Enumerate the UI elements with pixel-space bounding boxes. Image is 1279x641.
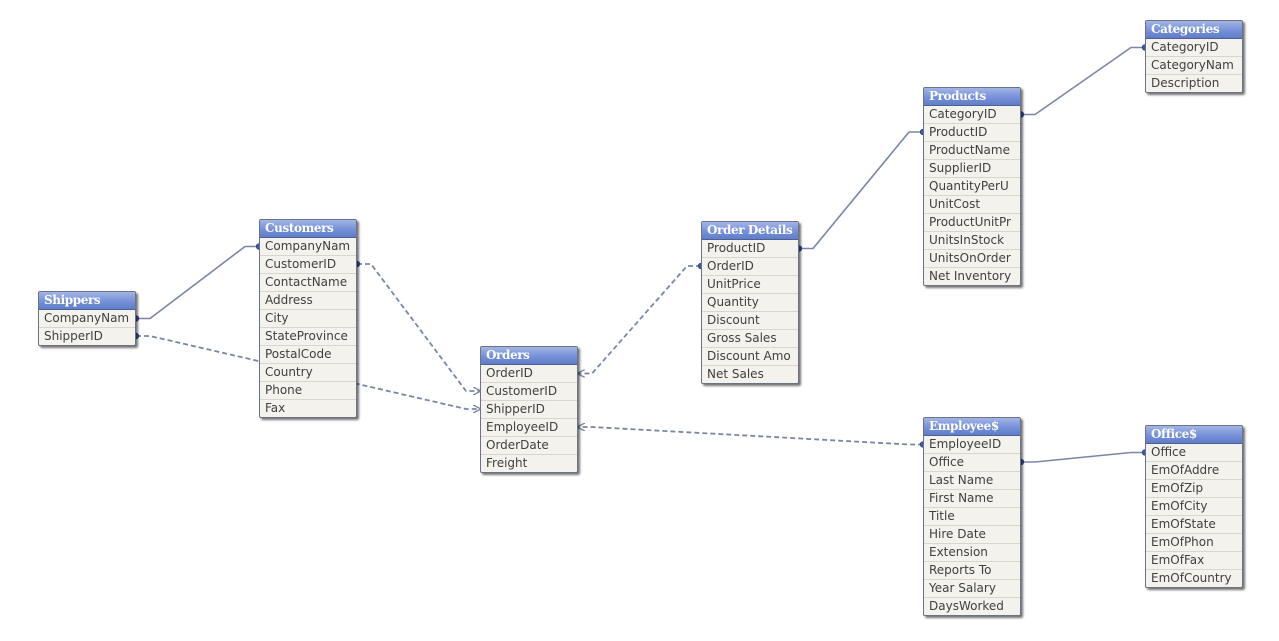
field-employees-first-name[interactable]: First Name bbox=[924, 489, 1020, 507]
field-customers-contactname[interactable]: ContactName bbox=[260, 273, 356, 291]
field-products-unitsonorder[interactable]: UnitsOnOrder bbox=[924, 249, 1020, 267]
table-title-categories[interactable]: Categories bbox=[1146, 21, 1242, 39]
table-title-products[interactable]: Products bbox=[924, 88, 1020, 106]
table-title-offices[interactable]: Office$ bbox=[1146, 426, 1242, 444]
link-employees-office-to-offices-office bbox=[1021, 451, 1145, 463]
field-orders-employeeid[interactable]: EmployeeID bbox=[481, 418, 577, 436]
field-orders-customerid[interactable]: CustomerID bbox=[481, 382, 577, 400]
field-offices-emofcountry[interactable]: EmOfCountry bbox=[1146, 569, 1242, 587]
field-orders-orderdate[interactable]: OrderDate bbox=[481, 436, 577, 454]
table-categories[interactable]: Categories CategoryID CategoryNam Descri… bbox=[1145, 20, 1243, 93]
field-orders-shipperid[interactable]: ShipperID bbox=[481, 400, 577, 418]
field-order-details-net-sales[interactable]: Net Sales bbox=[702, 365, 798, 383]
field-order-details-productid[interactable]: ProductID bbox=[707, 241, 766, 255]
field-order-details-discount[interactable]: Discount bbox=[702, 311, 798, 329]
field-offices-emofphon[interactable]: EmOfPhon bbox=[1146, 533, 1242, 551]
field-orders-freight[interactable]: Freight bbox=[481, 454, 577, 472]
table-products[interactable]: Products CategoryID ProductID ProductNam… bbox=[923, 87, 1021, 286]
table-employees[interactable]: Employee$ EmployeeID Office Last Name Fi… bbox=[923, 417, 1021, 616]
field-order-details-orderid[interactable]: OrderID bbox=[702, 257, 798, 275]
field-products-net-inventory[interactable]: Net Inventory bbox=[924, 267, 1020, 285]
field-products-unitsinstock[interactable]: UnitsInStock bbox=[924, 231, 1020, 249]
field-employees-last-name[interactable]: Last Name bbox=[924, 471, 1020, 489]
field-customers-country[interactable]: Country bbox=[260, 363, 356, 381]
table-orders[interactable]: Orders OrderID CustomerID ShipperID Empl… bbox=[480, 346, 578, 473]
field-offices-office[interactable]: Office bbox=[1151, 445, 1187, 459]
field-employees-year-salary[interactable]: Year Salary bbox=[924, 579, 1020, 597]
field-list-shippers: CompanyNam ShipperID bbox=[39, 310, 135, 345]
field-shippers-companynam[interactable]: CompanyNam bbox=[44, 311, 130, 325]
table-title-order-details[interactable]: Order Details bbox=[702, 222, 798, 240]
field-customers-customerid[interactable]: CustomerID bbox=[260, 255, 356, 273]
table-offices[interactable]: Office$ Office EmOfAddre EmOfZip EmOfCit… bbox=[1145, 425, 1243, 588]
field-list-order-details: ProductID OrderID UnitPrice Quantity Dis… bbox=[702, 240, 798, 383]
field-offices-emofstate[interactable]: EmOfState bbox=[1146, 515, 1242, 533]
table-title-customers[interactable]: Customers bbox=[260, 220, 356, 238]
field-customers-stateprovince[interactable]: StateProvince bbox=[260, 327, 356, 345]
field-customers-postalcode[interactable]: PostalCode bbox=[260, 345, 356, 363]
field-list-categories: CategoryID CategoryNam Description bbox=[1146, 39, 1242, 92]
field-customers-address[interactable]: Address bbox=[260, 291, 356, 309]
field-employees-title[interactable]: Title bbox=[924, 507, 1020, 525]
field-order-details-quantity[interactable]: Quantity bbox=[702, 293, 798, 311]
field-offices-emofaddre[interactable]: EmOfAddre bbox=[1146, 461, 1242, 479]
table-title-shippers[interactable]: Shippers bbox=[39, 292, 135, 310]
table-customers[interactable]: Customers CompanyNam CustomerID ContactN… bbox=[259, 219, 357, 418]
field-employees-hire-date[interactable]: Hire Date bbox=[924, 525, 1020, 543]
link-order-details-productid-to-products-productid bbox=[799, 131, 923, 250]
field-employees-employeeid[interactable]: EmployeeID bbox=[929, 437, 1002, 451]
link-shippers-companynam-to-customers-companynam bbox=[136, 245, 259, 320]
field-offices-emofcity[interactable]: EmOfCity bbox=[1146, 497, 1242, 515]
field-categories-description[interactable]: Description bbox=[1146, 74, 1242, 92]
link-products-categoryid-to-categories-categoryid bbox=[1021, 46, 1145, 116]
field-products-supplierid[interactable]: SupplierID bbox=[924, 159, 1020, 177]
field-order-details-unitprice[interactable]: UnitPrice bbox=[702, 275, 798, 293]
field-customers-companynam[interactable]: CompanyNam bbox=[265, 239, 351, 253]
field-employees-daysworked[interactable]: DaysWorked bbox=[924, 597, 1020, 615]
field-list-products: CategoryID ProductID ProductName Supplie… bbox=[924, 106, 1020, 285]
field-categories-categoryid[interactable]: CategoryID bbox=[1151, 40, 1219, 54]
field-offices-emoffax[interactable]: EmOfFax bbox=[1146, 551, 1242, 569]
field-order-details-discount-amo[interactable]: Discount Amo bbox=[702, 347, 798, 365]
link-employees-employeeid-to-orders-employeeid bbox=[578, 427, 923, 446]
field-shippers-shipperid[interactable]: ShipperID bbox=[39, 327, 135, 345]
field-list-offices: Office EmOfAddre EmOfZip EmOfCity EmOfSt… bbox=[1146, 444, 1242, 587]
field-customers-city[interactable]: City bbox=[260, 309, 356, 327]
field-products-unitcost[interactable]: UnitCost bbox=[924, 195, 1020, 213]
field-products-productid[interactable]: ProductID bbox=[924, 123, 1020, 141]
field-offices-emofzip[interactable]: EmOfZip bbox=[1146, 479, 1242, 497]
link-customers-customerid-to-orders-customerid bbox=[357, 263, 480, 391]
field-categories-categorynam[interactable]: CategoryNam bbox=[1146, 56, 1242, 74]
field-customers-fax[interactable]: Fax bbox=[260, 399, 356, 417]
field-list-orders: OrderID CustomerID ShipperID EmployeeID … bbox=[481, 365, 577, 472]
field-employees-reports-to[interactable]: Reports To bbox=[924, 561, 1020, 579]
field-employees-extension[interactable]: Extension bbox=[924, 543, 1020, 561]
table-shippers[interactable]: Shippers CompanyNam ShipperID bbox=[38, 291, 136, 346]
field-products-productunitpr[interactable]: ProductUnitPr bbox=[924, 213, 1020, 231]
table-order-details[interactable]: Order Details ProductID OrderID UnitPric… bbox=[701, 221, 799, 384]
table-title-employees[interactable]: Employee$ bbox=[924, 418, 1020, 436]
field-products-categoryid[interactable]: CategoryID bbox=[929, 107, 997, 121]
field-employees-office[interactable]: Office bbox=[924, 453, 1020, 471]
field-products-productname[interactable]: ProductName bbox=[924, 141, 1020, 159]
field-orders-orderid[interactable]: OrderID bbox=[486, 366, 533, 380]
field-list-customers: CompanyNam CustomerID ContactName Addres… bbox=[260, 238, 356, 417]
link-order-details-orderid-to-orders-orderid bbox=[578, 265, 701, 374]
table-title-orders[interactable]: Orders bbox=[481, 347, 577, 365]
field-list-employees: EmployeeID Office Last Name First Name T… bbox=[924, 436, 1020, 615]
field-customers-phone[interactable]: Phone bbox=[260, 381, 356, 399]
field-order-details-gross-sales[interactable]: Gross Sales bbox=[702, 329, 798, 347]
field-products-quantityperu[interactable]: QuantityPerU bbox=[924, 177, 1020, 195]
